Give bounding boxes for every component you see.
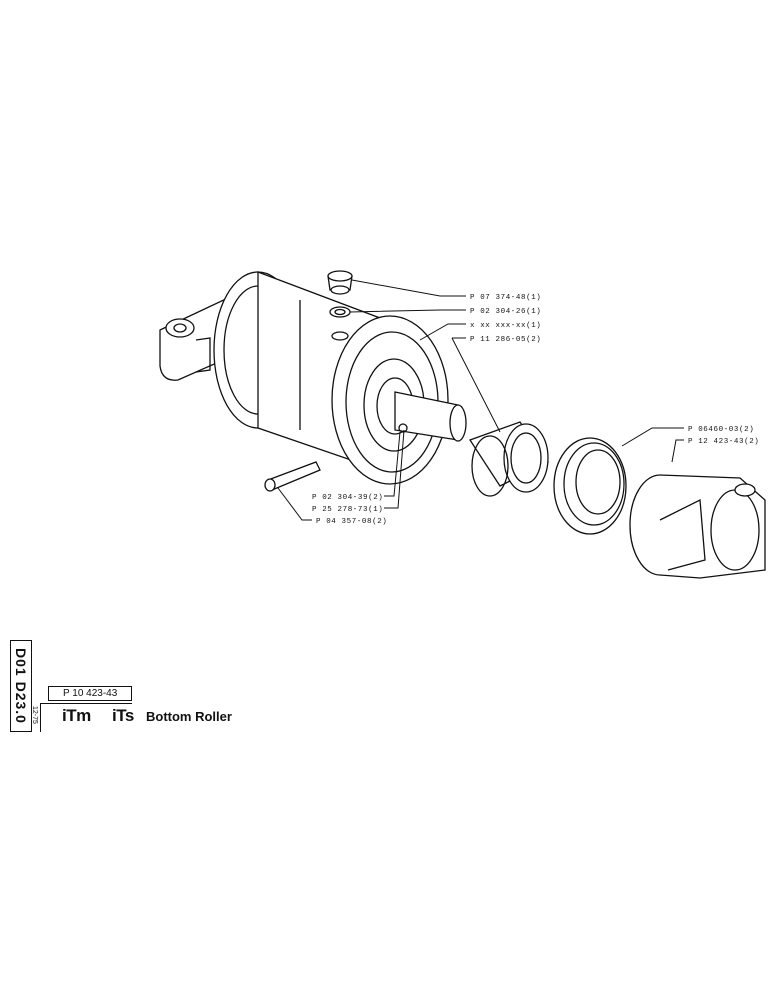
brand-logo-its: iTs <box>112 706 134 725</box>
part-number: P 10 423-43 <box>63 688 118 699</box>
drawing-title: Bottom Roller <box>146 709 232 724</box>
callout-p04357-08: P 04 357-08(2) <box>316 518 387 526</box>
title-frame-line <box>40 703 41 732</box>
sheet-code-box: D01 D23.0 <box>10 640 32 732</box>
callout-p07374-48: P 07 374-48(1) <box>470 294 541 302</box>
callout-p06460-03: P 06460-03(2) <box>688 426 754 434</box>
callout-p25278-73: P 25 278-73(1) <box>312 506 383 514</box>
title-frame-line <box>40 703 132 704</box>
sheet-code: D01 D23.0 <box>13 648 29 724</box>
bushing <box>469 421 549 497</box>
leader-lines <box>277 279 684 521</box>
roller-body <box>213 270 467 485</box>
callout-xxxxxx: x xx xxx-xx(1) <box>470 322 541 330</box>
callout-p12423-43: P 12 423-43(2) <box>688 438 759 446</box>
seal-ring <box>553 437 627 535</box>
revision-date: 12-75 <box>31 706 38 724</box>
part-number-box: P 10 423-43 <box>48 686 132 701</box>
callout-p11286-05: P 11 286-05(2) <box>470 336 541 344</box>
brand-logo-itm: iTm <box>62 706 91 725</box>
dowel-pin <box>264 461 321 492</box>
callout-p02304-39: P 02 304-39(2) <box>312 494 383 502</box>
right-end-bracket <box>629 474 766 579</box>
callout-p02304-26: P 02 304-26(1) <box>470 308 541 316</box>
